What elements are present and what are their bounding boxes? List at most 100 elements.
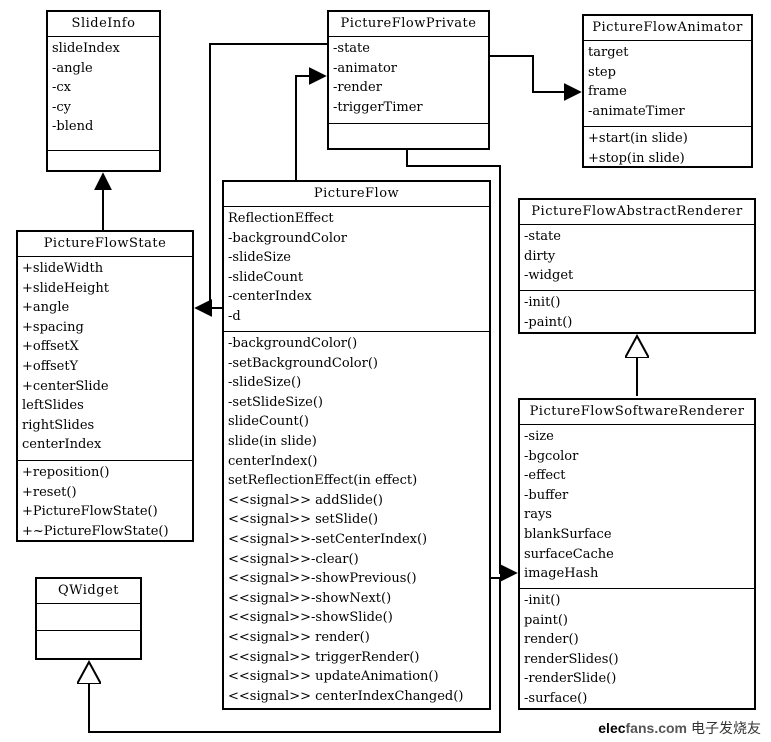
- class-name: PictureFlowAbstractRenderer: [520, 200, 754, 225]
- attribute: ReflectionEffect: [228, 211, 334, 226]
- attribute: -backgroundColor: [228, 230, 348, 246]
- operation: <<signal>> addSlide(): [228, 492, 383, 508]
- operation: centerIndex(): [228, 453, 318, 469]
- connector-private-to-software: [406, 150, 518, 582]
- attributes: [37, 604, 140, 631]
- attribute: frame: [588, 84, 627, 100]
- attributes: slideIndex -angle -cx -cy -blend: [48, 37, 159, 151]
- class-pictureflowprivate: PictureFlowPrivate -state -animator -ren…: [327, 10, 490, 150]
- class-name: PictureFlowSoftwareRenderer: [520, 400, 754, 425]
- class-slideinfo: SlideInfo slideIndex -angle -cx -cy -ble…: [46, 10, 161, 172]
- attribute: -effect: [524, 468, 566, 484]
- operation: -setSlideSize(): [228, 394, 323, 410]
- operations: +reposition() +reset() +PictureFlowState…: [18, 461, 192, 540]
- operation: +reset(): [22, 484, 77, 500]
- class-name: PictureFlowState: [18, 232, 192, 257]
- attribute: -centerIndex: [228, 289, 312, 305]
- operation: -surface(): [524, 690, 588, 706]
- operations: [37, 631, 140, 658]
- connector-flow-to-qwidget: [89, 577, 501, 733]
- operation: -renderSlide(): [524, 671, 617, 687]
- attribute: surfaceCache: [524, 546, 614, 562]
- operation: slideCount(): [228, 414, 309, 430]
- operation: paint(): [524, 612, 568, 628]
- operation: +~PictureFlowState(): [22, 523, 169, 539]
- attribute: -cy: [52, 99, 72, 115]
- operation: -paint(): [524, 314, 573, 330]
- watermark-domain: .com: [654, 720, 687, 736]
- operations: [329, 124, 488, 148]
- class-pictureflowsoftwarerenderer: PictureFlowSoftwareRenderer -size -bgcol…: [518, 398, 756, 710]
- operation: -backgroundColor(): [228, 336, 358, 351]
- connector-flow-to-state: [196, 43, 327, 308]
- attribute: -slideCount: [228, 269, 304, 285]
- attribute: blankSurface: [524, 526, 612, 542]
- operations: [48, 151, 159, 170]
- attribute: -blend: [52, 119, 94, 135]
- attribute: dirty: [524, 248, 556, 264]
- operation: -slideSize(): [228, 375, 302, 391]
- attribute: rightSlides: [22, 417, 95, 433]
- class-name: SlideInfo: [48, 12, 159, 37]
- operations: +start(in slide) +stop(in slide): [584, 127, 751, 166]
- operation: <<signal>>-showPrevious(): [228, 571, 417, 587]
- class-pictureflowanimator: PictureFlowAnimator target step frame -a…: [582, 14, 753, 168]
- class-qwidget: QWidget: [35, 577, 142, 660]
- class-name: QWidget: [37, 579, 140, 604]
- class-name: PictureFlowAnimator: [584, 16, 751, 41]
- attribute: -state: [524, 229, 561, 244]
- operation: <<signal>>-showSlide(): [228, 610, 393, 626]
- operations: -backgroundColor() -setBackgroundColor()…: [224, 332, 489, 708]
- attribute: +offsetX: [22, 339, 79, 355]
- operation: <<signal>> updateAnimation(): [228, 669, 439, 685]
- attribute: -bgcolor: [524, 448, 579, 464]
- operation: -init(): [524, 593, 561, 608]
- attribute: -buffer: [524, 487, 569, 503]
- attributes: -state -animator -render -triggerTimer: [329, 37, 488, 124]
- attribute: -render: [333, 80, 382, 96]
- operations: -init() paint() render() renderSlides() …: [520, 589, 754, 708]
- attribute: +angle: [22, 300, 70, 316]
- attribute: -triggerTimer: [333, 99, 423, 115]
- attribute: +offsetY: [22, 358, 79, 374]
- attribute: leftSlides: [22, 398, 84, 414]
- operation: -init(): [524, 295, 561, 310]
- operation: <<signal>> triggerRender(): [228, 649, 420, 665]
- attribute: imageHash: [524, 566, 599, 582]
- operation: <<signal>> render(): [228, 629, 370, 645]
- operation: <<signal>>-setCenterIndex(): [228, 531, 428, 547]
- watermark-chinese: 电子发烧友: [691, 720, 761, 736]
- operation: +stop(in slide): [588, 150, 685, 166]
- operation: <<signal>>-showNext(): [228, 590, 392, 606]
- connector-private-to-animator: [490, 55, 582, 101]
- attribute: -d: [228, 308, 241, 324]
- attribute: -cx: [52, 80, 72, 96]
- attribute: slideIndex: [52, 41, 120, 56]
- class-pictureflowstate: PictureFlowState +slideWidth +slideHeigh…: [16, 230, 194, 542]
- operation: <<signal>>-clear(): [228, 551, 359, 567]
- watermark-brand-right: fans: [625, 720, 655, 736]
- class-pictureflowabstractrenderer: PictureFlowAbstractRenderer -state dirty…: [518, 198, 756, 334]
- attribute: -slideSize: [228, 250, 292, 266]
- attribute: +centerSlide: [22, 378, 109, 394]
- operation: +PictureFlowState(): [22, 504, 158, 520]
- operation: slide(in slide): [228, 433, 317, 449]
- connector-flow-to-private: [295, 67, 327, 180]
- operation: <<signal>> centerIndexChanged(): [228, 688, 464, 704]
- attributes: +slideWidth +slideHeight +angle +spacing…: [18, 257, 192, 461]
- attribute: +slideHeight: [22, 280, 110, 296]
- attribute: -widget: [524, 268, 574, 284]
- operation: render(): [524, 632, 579, 648]
- operation: renderSlides(): [524, 651, 619, 667]
- attributes: target step frame -animateTimer: [584, 41, 751, 127]
- attribute: rays: [524, 507, 552, 523]
- operation: -setBackgroundColor(): [228, 355, 378, 371]
- attribute: +slideWidth: [22, 261, 104, 276]
- attribute: -angle: [52, 60, 93, 76]
- class-name: PictureFlowPrivate: [329, 12, 488, 37]
- operation: <<signal>> setSlide(): [228, 512, 379, 528]
- attribute: -size: [524, 429, 554, 444]
- operation: +start(in slide): [588, 131, 688, 146]
